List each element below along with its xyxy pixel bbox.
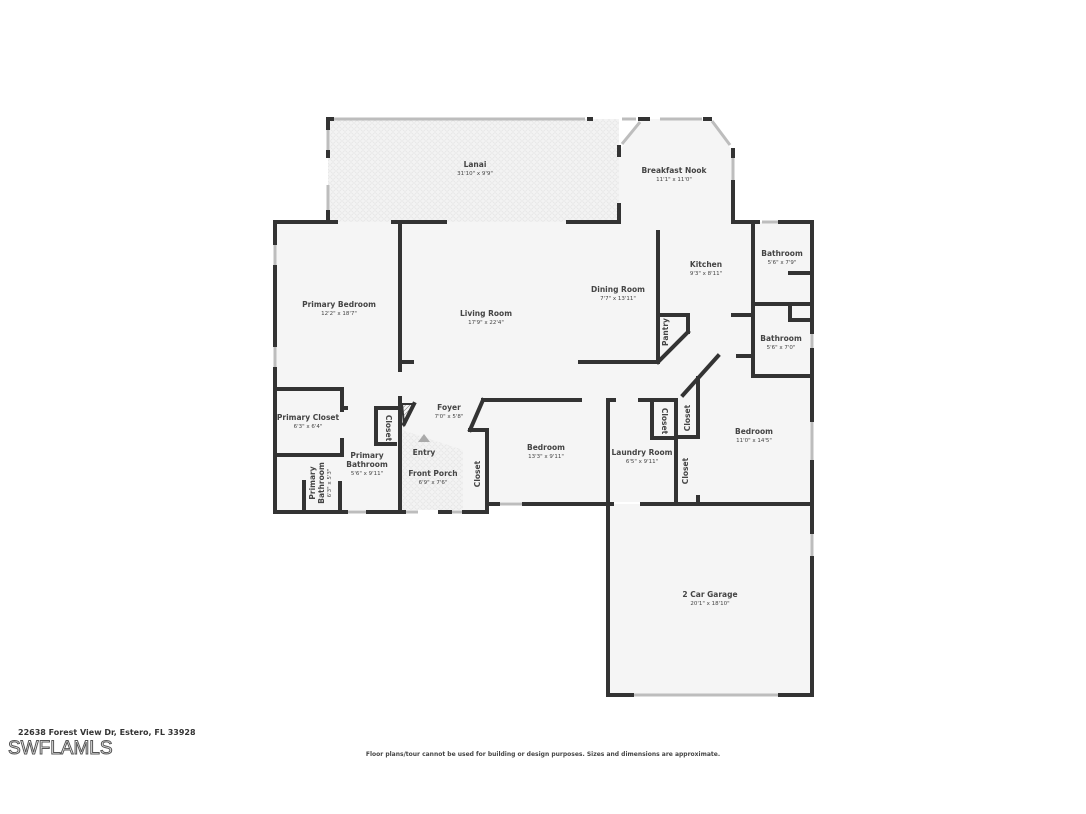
primary-closet-dim: 6'3" x 6'4": [294, 424, 323, 430]
foyer-label: Foyer: [437, 403, 461, 412]
closet-bedroom3-lower-label: Closet: [681, 457, 690, 484]
bathroom-1-label: Bathroom: [761, 249, 803, 258]
primary-bathroom-small-dim: 6'3" x 5'3": [327, 469, 333, 498]
kitchen-label: Kitchen: [690, 260, 722, 269]
laundry-room-dim: 6'5" x 9'11": [626, 459, 658, 465]
breakfast-nook-label: Breakfast Nook: [641, 166, 707, 175]
property-address: 22638 Forest View Dr, Estero, FL 33928: [18, 728, 196, 737]
dining-room-dim: 7'7" x 13'11": [600, 296, 636, 302]
primary-bathroom-label-1: Primary: [350, 451, 383, 460]
kitchen-dim: 9'3" x 8'11": [690, 271, 722, 277]
closet-primary-label: Closet: [384, 415, 393, 442]
bedroom-3-dim: 11'0" x 14'5": [736, 438, 772, 444]
primary-closet-label: Primary Closet: [277, 413, 340, 422]
garage-label: 2 Car Garage: [682, 590, 737, 599]
closet-bedroom3-upper-label: Closet: [683, 404, 692, 431]
bedroom-3-label: Bedroom: [735, 427, 773, 436]
entry-arrow-icon: [418, 434, 430, 442]
bedroom-2-label: Bedroom: [527, 443, 565, 452]
laundry-room-label: Laundry Room: [612, 448, 673, 457]
front-porch-dim: 6'9" x 7'6": [419, 480, 448, 486]
bathroom-1-dim: 5'6" x 7'9": [768, 260, 797, 266]
lanai-floor: [328, 119, 619, 222]
breakfast-nook-dim: 11'1" x 11'0": [656, 177, 692, 183]
lanai-label: Lanai: [464, 160, 487, 169]
living-room-dim: 17'9" x 22'4": [468, 320, 504, 326]
pantry-label: Pantry: [661, 318, 670, 346]
living-room-label: Living Room: [460, 309, 512, 318]
foyer-dim: 7'0" x 5'8": [435, 414, 464, 420]
closet-bedroom2-label: Closet: [473, 460, 482, 487]
bathroom-2-label: Bathroom: [760, 334, 802, 343]
primary-bedroom-dim: 12'2" x 18'7": [321, 311, 357, 317]
front-porch-label: Front Porch: [408, 469, 457, 478]
walls: [273, 117, 814, 697]
breakfast-nook-floor: [619, 119, 733, 222]
bathroom-2-dim: 5'6" x 7'0": [767, 345, 796, 351]
primary-bathroom-small-label-2: Bathroom: [317, 462, 326, 504]
lanai-dim: 31'10" x 9'9": [457, 171, 493, 177]
entry-label: Entry: [413, 448, 436, 457]
bedroom-2-dim: 13'3" x 9'11": [528, 454, 564, 460]
primary-bathroom-label-2: Bathroom: [346, 460, 388, 469]
front-porch-floor: [402, 430, 463, 510]
dining-room-label: Dining Room: [591, 285, 645, 294]
disclaimer-text: Floor plans/tour cannot be used for buil…: [365, 751, 721, 758]
garage-floor: [608, 504, 812, 695]
garage-dim: 20'1" x 18'10": [690, 601, 729, 607]
room-labels: Lanai 31'10" x 9'9" Breakfast Nook 11'1"…: [277, 160, 803, 607]
closet-laundry-label: Closet: [660, 408, 669, 435]
primary-bedroom-label: Primary Bedroom: [302, 300, 376, 309]
primary-bathroom-small-label-1: Primary: [308, 466, 317, 499]
mls-logo: SWFLAMLS: [8, 738, 114, 760]
primary-bathroom-dim: 5'6" x 9'11": [351, 471, 383, 477]
